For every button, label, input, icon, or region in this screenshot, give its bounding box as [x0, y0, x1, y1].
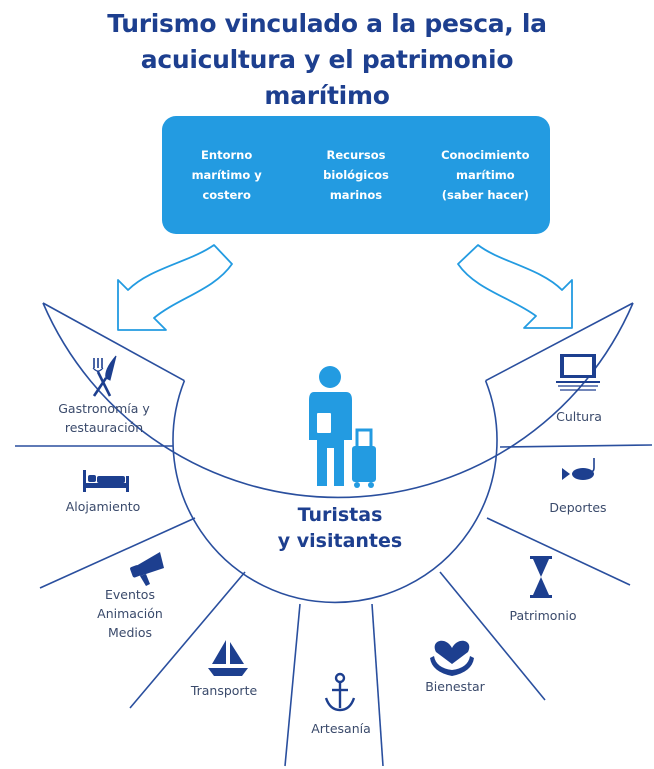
- center-label-line-2: y visitantes: [278, 530, 402, 552]
- anchor-icon: [324, 672, 356, 712]
- diagram-title: Turismo vinculado a la pesca, la acuicul…: [0, 6, 654, 114]
- fork-knife-icon: [92, 355, 117, 397]
- tourist-with-suitcase-icon: [309, 366, 376, 488]
- fish-hook-icon: [562, 458, 595, 480]
- segment-label: Alojamiento: [66, 499, 141, 514]
- left-curved-arrow: [117, 244, 233, 331]
- segment-label: Artesanía: [311, 721, 371, 736]
- outer-ring: [42, 302, 634, 499]
- megaphone-icon: [130, 552, 164, 586]
- segment-dividers: [15, 302, 653, 767]
- resource-label-line: biológicos: [323, 168, 389, 182]
- title-line-1: Turismo vinculado a la pesca, la: [107, 9, 547, 38]
- segment-label: restauración: [65, 420, 143, 435]
- resource-biological-resources: Recursos biológicos marinos: [302, 145, 410, 205]
- resource-maritime-environment: Entorno marítimo y costero: [173, 145, 281, 205]
- segment-label: Transporte: [190, 683, 258, 698]
- resource-label-line: Entorno: [201, 148, 253, 162]
- heart-hands-icon: [430, 640, 474, 676]
- segment-label: Gastronomía y: [58, 401, 150, 416]
- resource-label-line: Conocimiento: [441, 148, 530, 162]
- resource-label-line: (saber hacer): [441, 188, 529, 202]
- resource-label-line: marinos: [329, 188, 383, 202]
- segment-label: Bienestar: [425, 679, 485, 694]
- right-curved-arrow: [457, 244, 573, 329]
- resource-maritime-knowledge: Conocimiento marítimo (saber hacer): [431, 145, 539, 205]
- segment-label: Animación: [97, 606, 163, 621]
- segment-label: Deportes: [549, 500, 606, 515]
- center-label-line-1: Turistas: [298, 504, 383, 526]
- resource-label-line: marítimo y: [191, 168, 262, 182]
- resource-label-line: Recursos: [326, 148, 386, 162]
- bed-icon: [83, 470, 129, 492]
- resources-box: Entorno marítimo y costero Recursos biol…: [162, 116, 550, 234]
- segment-label: Cultura: [556, 409, 602, 424]
- segment-label: Medios: [108, 625, 152, 640]
- title-line-3: marítimo: [264, 81, 390, 110]
- title-line-2: acuicultura y el patrimonio: [140, 45, 514, 74]
- resource-label-line: costero: [202, 188, 251, 202]
- screen-icon: [556, 354, 600, 391]
- sailboat-icon: [208, 640, 248, 676]
- hourglass-icon: [530, 556, 552, 598]
- segment-label: Patrimonio: [509, 608, 576, 623]
- resource-label-line: marítimo: [455, 168, 515, 182]
- segment-label: Eventos: [105, 587, 155, 602]
- inner-circle: [172, 380, 498, 604]
